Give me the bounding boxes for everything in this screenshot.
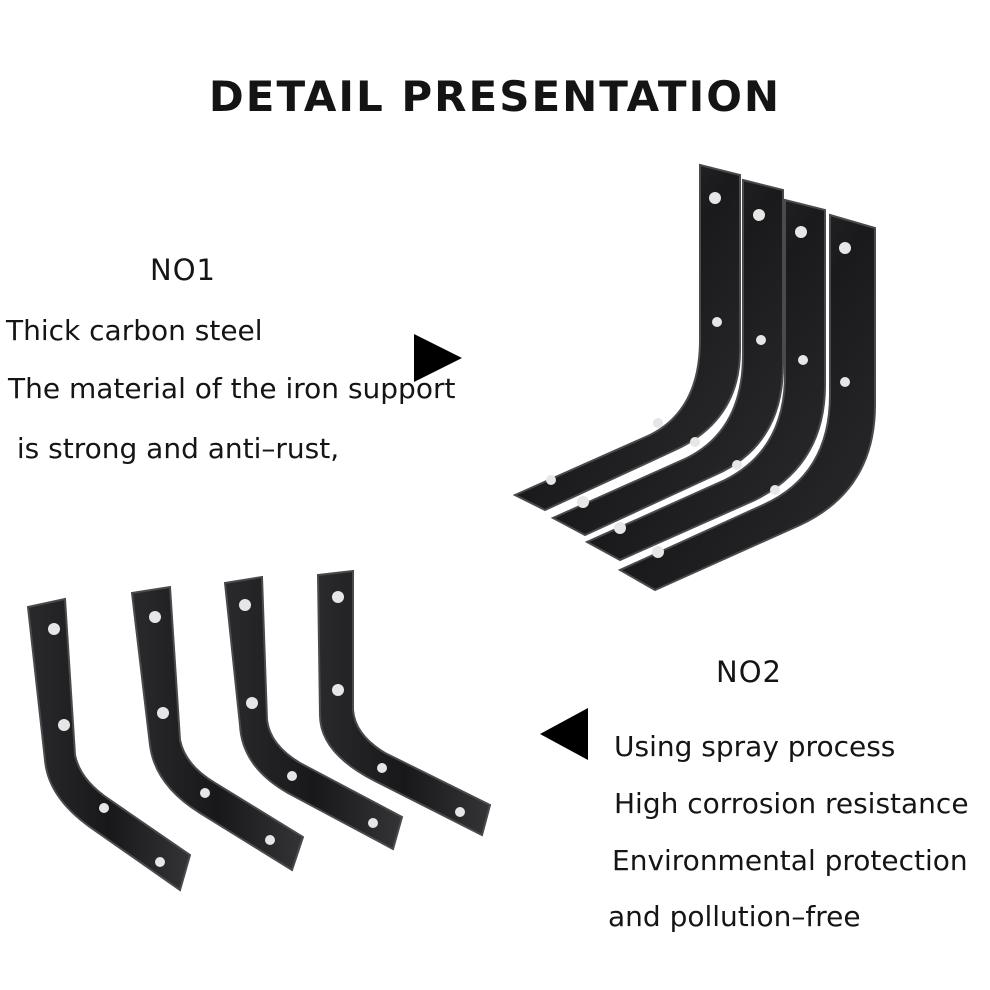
row-brackets-image <box>26 569 492 892</box>
triangle-left-icon <box>540 708 588 760</box>
triangle-right-icon <box>414 334 462 382</box>
section2-line-2: High corrosion resistance <box>614 787 969 820</box>
section2-line-1: Using spray process <box>614 730 896 763</box>
stacked-brackets-image <box>512 163 876 592</box>
section1-line-2: The material of the iron support <box>8 372 456 405</box>
page-title: DETAIL PRESENTATION <box>208 72 782 121</box>
section1-heading: NO1 <box>150 253 216 287</box>
section2-line-4: and pollution–free <box>608 900 861 933</box>
section1-line-3: is strong and anti–rust, <box>8 432 340 465</box>
section1-line-1: Thick carbon steel <box>6 314 263 347</box>
section2-heading: NO2 <box>716 655 782 689</box>
section2-line-3: Environmental protection <box>612 844 968 877</box>
